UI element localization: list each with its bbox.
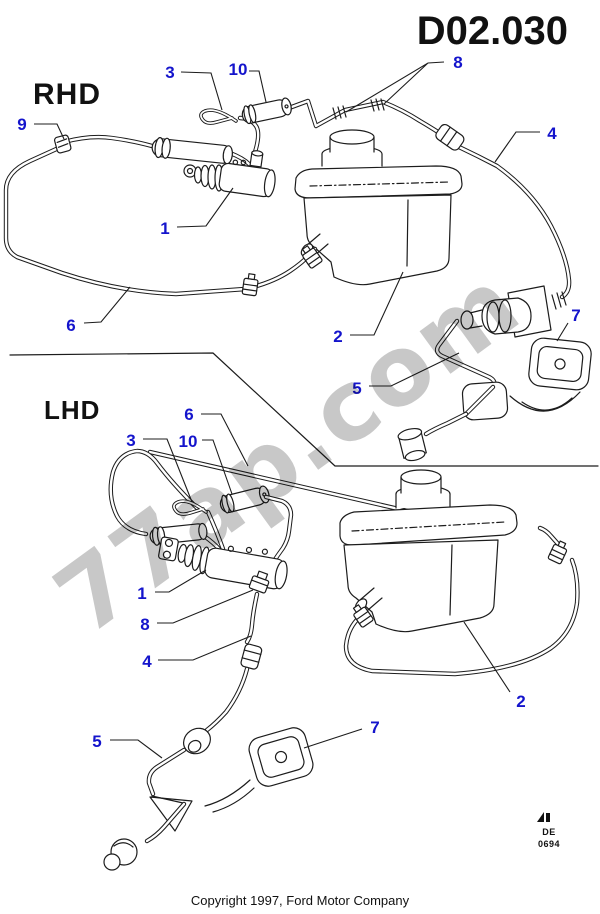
lhd-callout-6: 6 [184, 405, 193, 424]
lhd-pipe-lower [207, 669, 247, 730]
lhd-callout-8: 8 [140, 615, 149, 634]
rhd-callout-1: 1 [160, 219, 169, 238]
lhd-callout-10: 10 [179, 432, 198, 451]
lhd-callouts: 6 3 10 1 8 4 5 7 2 [92, 405, 525, 751]
lhd-callout-1: 1 [137, 584, 146, 603]
stamp-line2: 0694 [538, 839, 560, 849]
lhd-reservoir [339, 469, 518, 633]
stamp-icon [537, 812, 544, 822]
lhd-pipe-connector [240, 643, 263, 670]
lhd-callout-3: 3 [126, 431, 135, 450]
stamp-line1: DE [542, 827, 556, 837]
rhd-callout-9: 9 [17, 115, 26, 134]
rhd-damper [241, 97, 292, 125]
rhd-pipe-damper-sleeve [151, 136, 233, 165]
rhd-reservoir-hose [241, 242, 324, 297]
rhd-grommet [528, 337, 592, 391]
rhd-callout-3: 3 [165, 63, 174, 82]
print-stamp: DE 0694 [537, 812, 560, 849]
copyright-text: Copyright 1997, Ford Motor Company [190, 893, 410, 908]
leader-lines [34, 61, 569, 759]
rhd-callouts: 9 3 10 8 4 1 6 2 7 5 [17, 53, 580, 398]
rhd-callout-7: 7 [571, 306, 580, 325]
lhd-pipe-6 [150, 452, 438, 518]
section-divider-line [9, 352, 599, 467]
lhd-ball-end [103, 838, 138, 871]
lhd-swoosh [204, 779, 255, 813]
lhd-damper [219, 485, 270, 514]
rhd-pipe-5 [437, 321, 494, 387]
rhd-pushrod-cup [397, 427, 427, 462]
page-title: D02.030 [417, 9, 568, 53]
lhd-pipe-zigzag [149, 750, 184, 794]
lhd-assembly [103, 451, 577, 871]
lhd-grommet [248, 727, 314, 787]
lhd-callout-2: 2 [516, 692, 525, 711]
rhd-callout-8: 8 [453, 53, 462, 72]
lhd-pipe-down [247, 594, 257, 642]
lhd-callout-5: 5 [92, 732, 101, 751]
lhd-pipe-grommet-bead [183, 727, 211, 755]
rhd-callout-4: 4 [547, 124, 557, 143]
rhd-bracket [199, 108, 238, 125]
lhd-section-label: LHD [44, 395, 100, 425]
rhd-assembly [6, 97, 592, 462]
rhd-coupling-springs [332, 98, 385, 120]
rhd-crescent [509, 391, 581, 412]
lhd-callout-4: 4 [142, 652, 152, 671]
lhd-callout-7: 7 [370, 718, 379, 737]
rhd-section-label: RHD [33, 78, 101, 111]
rhd-pipe-connector [435, 123, 465, 151]
lhd-clip [248, 570, 270, 594]
lhd-triangle-bracket [149, 795, 193, 832]
rhd-bulkhead-fitting [460, 285, 567, 338]
stamp-icon-bar [546, 813, 550, 822]
rhd-callout-6: 6 [66, 316, 75, 335]
rhd-callout-5: 5 [352, 379, 361, 398]
rhd-callout-10: 10 [229, 60, 248, 79]
rhd-pipe-bracket-plate [461, 381, 509, 421]
rhd-clip [53, 134, 72, 154]
lhd-master-cylinder [158, 536, 288, 590]
rhd-callout-2: 2 [333, 327, 342, 346]
lhd-bracket [172, 499, 208, 516]
rhd-reservoir [294, 129, 463, 286]
